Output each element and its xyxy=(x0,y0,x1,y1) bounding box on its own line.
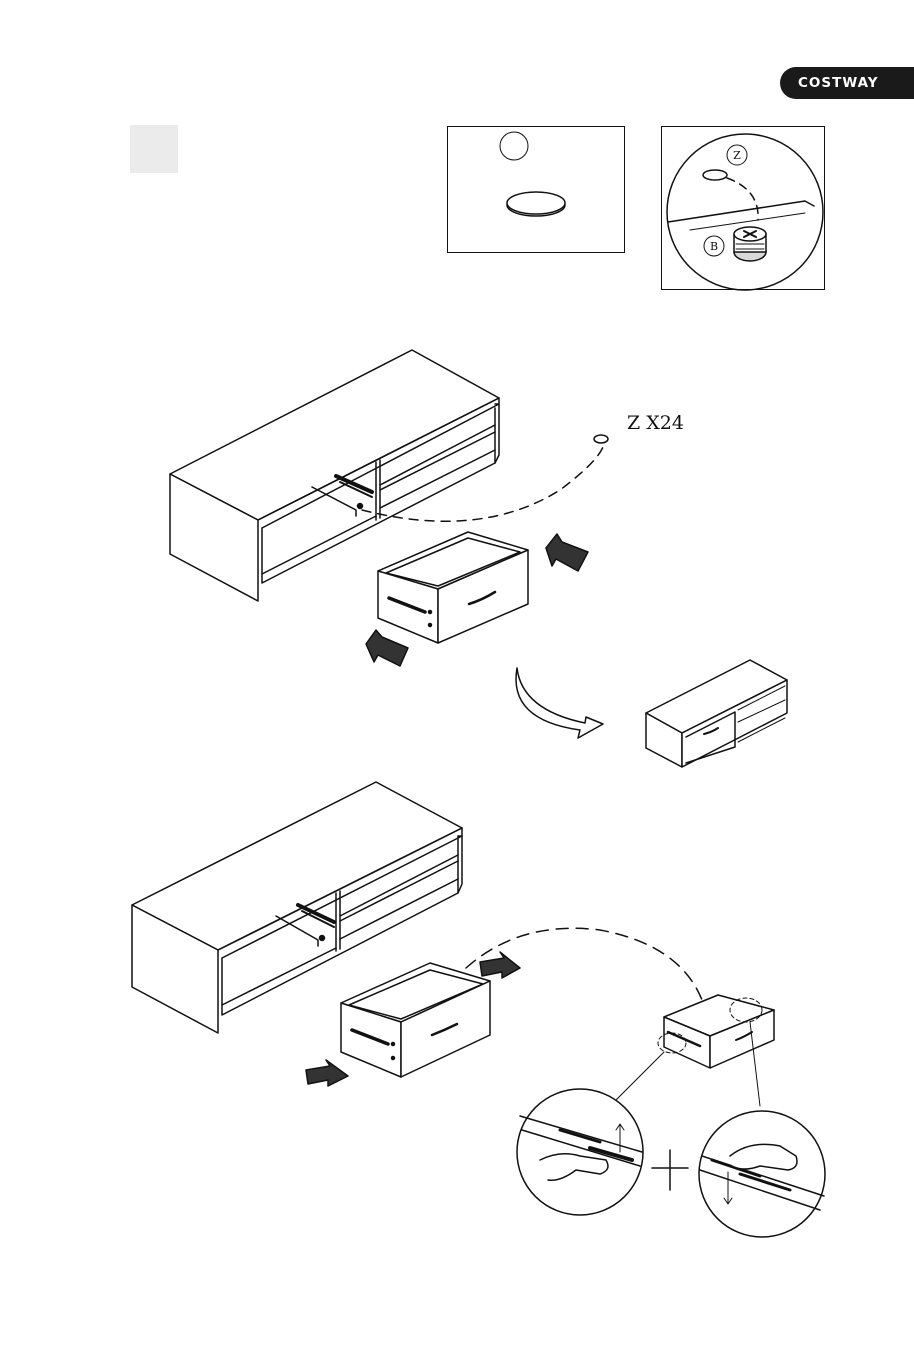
cam-lock-detail xyxy=(667,134,823,290)
curved-arrow-icon xyxy=(516,668,603,738)
release-detail-right xyxy=(699,1111,825,1237)
drawer-lower xyxy=(341,963,490,1077)
cam-z-icon xyxy=(594,435,608,443)
cam-b-label: B xyxy=(710,240,718,253)
arrow-out-left-icon xyxy=(306,1060,348,1086)
drawer-upper xyxy=(378,532,528,643)
drawer-small xyxy=(658,995,774,1068)
part-z-drawing xyxy=(500,132,565,216)
tv-cabinet-assembled xyxy=(646,660,787,767)
cam-z-label: Z xyxy=(733,149,741,162)
plus-icon xyxy=(652,1150,688,1190)
arrow-pull-icon xyxy=(366,630,408,666)
release-detail-left xyxy=(517,1089,643,1215)
arrow-push-icon xyxy=(546,534,588,571)
arrow-out-right-icon xyxy=(480,952,520,978)
